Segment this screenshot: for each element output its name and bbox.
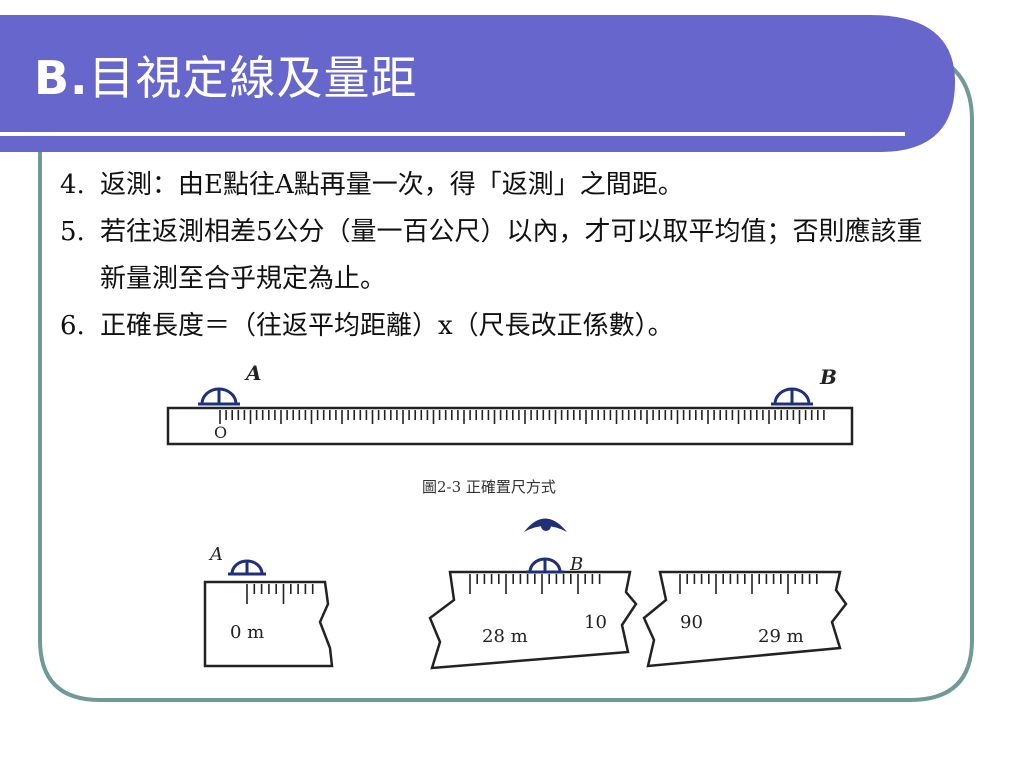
range-pole-icon bbox=[198, 387, 240, 406]
top-label-b: B bbox=[819, 365, 837, 389]
tape-middle-ticks bbox=[469, 574, 601, 594]
right-tick-label-90: 90 bbox=[680, 612, 703, 633]
list-item: 5. 若往返測相差5公分（量一百公尺）以內，才可以取平均值；否則應該重新量測至合… bbox=[60, 209, 940, 303]
tape-top-ticks bbox=[219, 410, 825, 424]
bottom-label-b: B bbox=[569, 554, 583, 575]
mid-tick-label-28: 28 m bbox=[482, 626, 528, 647]
left-tick-label: 0 m bbox=[230, 622, 264, 643]
tape-segment-middle bbox=[428, 570, 638, 670]
content-list: 4. 返測：由E點往A點再量一次，得「返測」之間距。 5. 若往返測相差5公分（… bbox=[60, 162, 940, 350]
item-number: 4. bbox=[60, 170, 85, 200]
item-text: 返測：由E點往A點再量一次，得「返測」之間距。 bbox=[100, 170, 684, 200]
item-text: 正確長度＝（往返平均距離）x（尺長改正係數）。 bbox=[100, 311, 674, 341]
item-number: 5. bbox=[60, 217, 85, 247]
header-banner bbox=[0, 15, 955, 152]
list-item: 6. 正確長度＝（往返平均距離）x（尺長改正係數）。 bbox=[60, 303, 940, 350]
figure-caption: 圖2-3 正確置尺方式 bbox=[422, 478, 556, 496]
tape-top bbox=[166, 406, 854, 446]
tape-right-ticks bbox=[679, 574, 818, 594]
title-text: 目視定線及量距 bbox=[88, 51, 418, 105]
tape-left-ticks bbox=[246, 584, 314, 604]
item-number: 6. bbox=[60, 311, 85, 341]
right-tick-label-29: 29 m bbox=[758, 626, 804, 647]
tape-measure-figure: A O B 圖2-3 正確置尺方式 A 0 m B 28 m 10 90 29 … bbox=[166, 361, 854, 670]
item-text: 若往返測相差5公分（量一百公尺）以內，才可以取平均值；否則應該重新量測至合乎規定… bbox=[100, 217, 923, 294]
eye-icon bbox=[524, 518, 567, 532]
range-pole-icon bbox=[771, 387, 813, 406]
list-item: 4. 返測：由E點往A點再量一次，得「返測」之間距。 bbox=[60, 162, 940, 209]
tape-segment-left bbox=[203, 580, 334, 668]
range-pole-icon bbox=[526, 557, 564, 574]
mid-tick-label-10: 10 bbox=[584, 612, 607, 633]
content-frame-border bbox=[38, 53, 974, 702]
slide-title: B.目視定線及量距 bbox=[34, 42, 418, 108]
tape-segment-right bbox=[642, 570, 848, 668]
title-prefix: B. bbox=[34, 51, 89, 105]
top-label-a: A bbox=[244, 361, 262, 385]
top-zero-mark: O bbox=[214, 423, 227, 442]
range-pole-icon bbox=[228, 559, 266, 576]
bottom-label-a: A bbox=[208, 544, 223, 565]
